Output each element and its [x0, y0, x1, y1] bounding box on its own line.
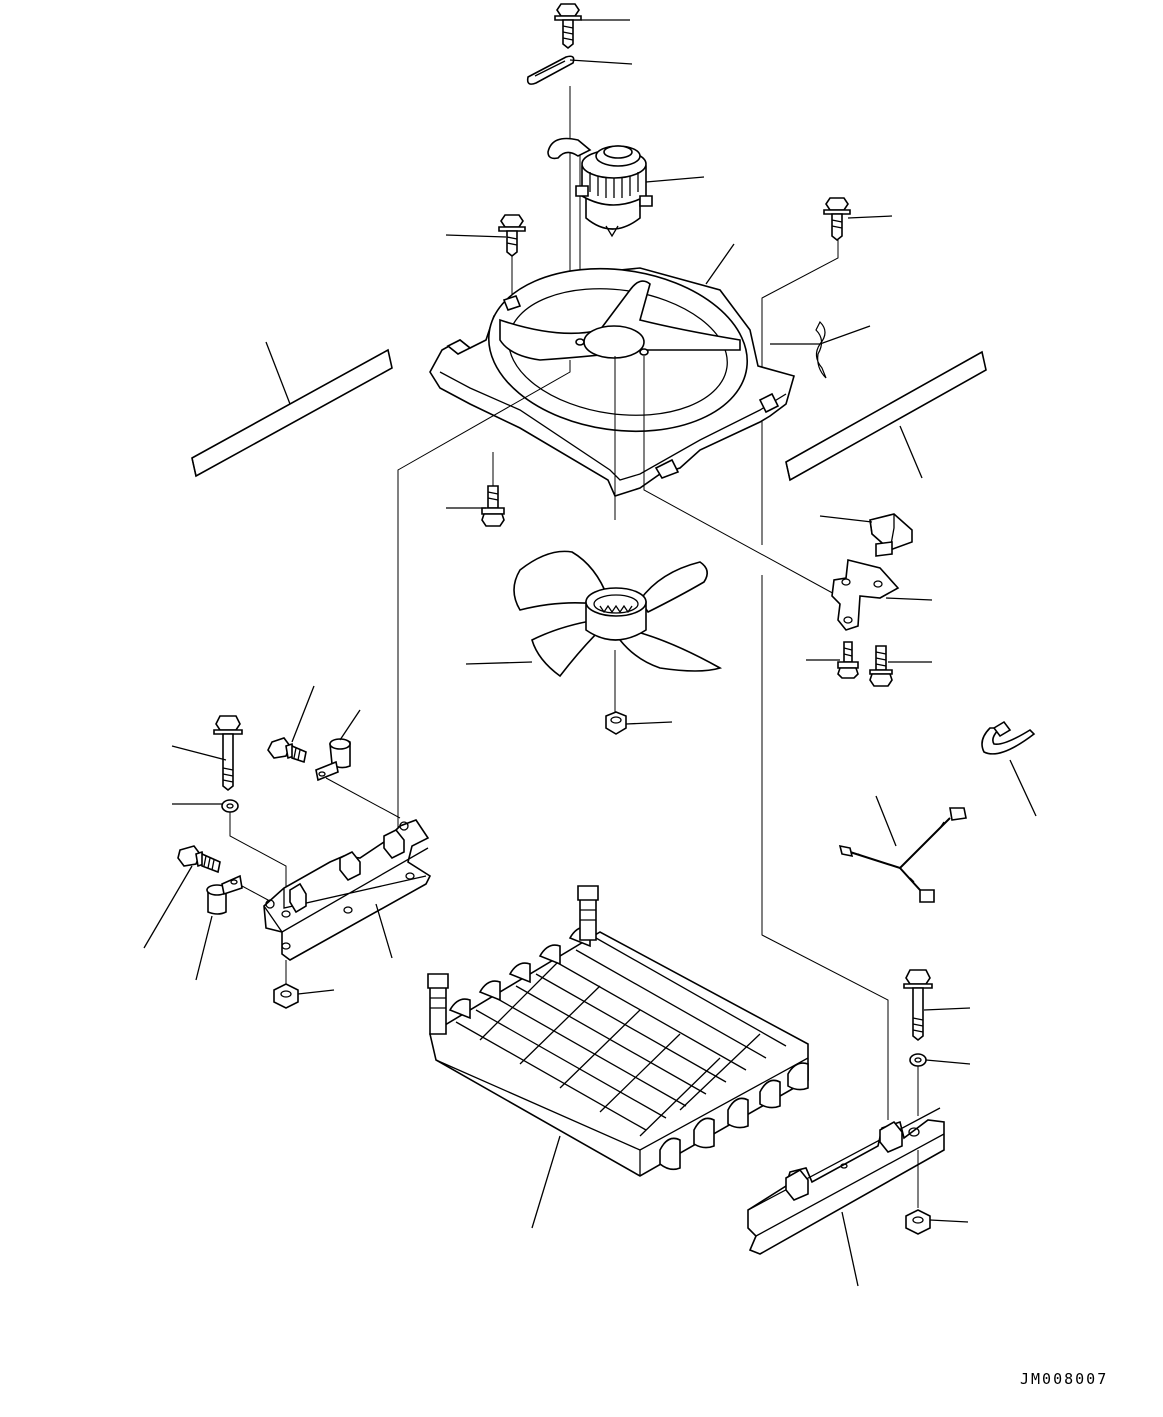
shroud-mount-bolt: [481, 485, 505, 527]
leader-fan-shroud: [705, 243, 735, 285]
fan-shroud: [429, 267, 795, 497]
foam-strip-left: [191, 348, 393, 478]
leader-oil-cooler: [531, 1135, 561, 1229]
leader-flange-nut-left: [297, 989, 335, 995]
washer-left: [221, 799, 239, 813]
leader-clamp-bolt-lower: [143, 865, 193, 949]
bracket-bolt-large: [869, 645, 893, 687]
leader-mount-bracket-left: [375, 903, 393, 959]
leader-foam-strip-left: [265, 341, 291, 405]
clamp-bolt-lower: [177, 845, 221, 874]
leader-clamp-bolt-upper: [291, 685, 315, 743]
fan-blade: [513, 550, 723, 678]
cooler-fitting-left: [427, 973, 449, 1035]
leader-plate-washer: [569, 59, 633, 65]
leader-hose-clamp-lower: [195, 915, 213, 981]
assembly-line-shroud: [397, 356, 839, 840]
mount-bracket-left: [263, 819, 432, 961]
fan-nut: [605, 711, 627, 735]
leader-fan-blade: [465, 661, 533, 665]
leader-shroud-bolt-right: [847, 215, 893, 219]
plate-washer: [526, 55, 575, 85]
leader-fan-nut: [625, 721, 673, 725]
washer-right: [909, 1053, 927, 1067]
leader-long-bolt-left: [171, 745, 227, 761]
leader-foam-strip-right: [899, 425, 923, 479]
foam-strip-right: [785, 350, 987, 482]
mount-bracket-right: [747, 1107, 945, 1255]
bracket-bolt-small: [837, 641, 859, 679]
shroud-bolt-right: [823, 197, 851, 242]
hose-clamp-upper: [315, 738, 351, 782]
leader-wire-harness: [875, 795, 897, 847]
top-bolt: [554, 3, 582, 50]
leader-long-bolt-right: [923, 1007, 971, 1011]
shroud-bolt-left: [498, 214, 526, 258]
leader-hose-clamp-upper: [339, 709, 361, 741]
long-bolt-right: [903, 969, 933, 1042]
leader-relay-bracket: [885, 597, 933, 601]
oil-cooler-core: [429, 926, 809, 1177]
hose-clamp-lower: [206, 874, 243, 915]
long-bolt-left: [213, 715, 243, 792]
seal-clip: [815, 320, 827, 379]
leader-relay-connector: [819, 515, 873, 523]
wire-harness: [838, 807, 967, 903]
leader-seal-clip: [770, 325, 871, 345]
leader-hose-clip: [1009, 759, 1037, 817]
leader-washer-right: [925, 1059, 971, 1065]
leader-flange-nut-right: [929, 1219, 969, 1223]
flange-nut-right: [905, 1209, 931, 1235]
leader-shroud-bolt-left: [445, 234, 507, 238]
leader-mount-bracket-right: [841, 1211, 859, 1287]
drawing-code: JM008007: [1020, 1370, 1108, 1388]
flange-nut-left: [273, 983, 299, 1009]
cooler-fitting-right: [577, 885, 599, 941]
relay-bracket: [831, 559, 900, 631]
hose-clip: [981, 720, 1036, 755]
relay-connector: [869, 513, 913, 557]
fan-motor: [547, 137, 653, 238]
leader-fan-motor: [645, 176, 705, 183]
clamp-bolt-upper: [267, 737, 307, 764]
